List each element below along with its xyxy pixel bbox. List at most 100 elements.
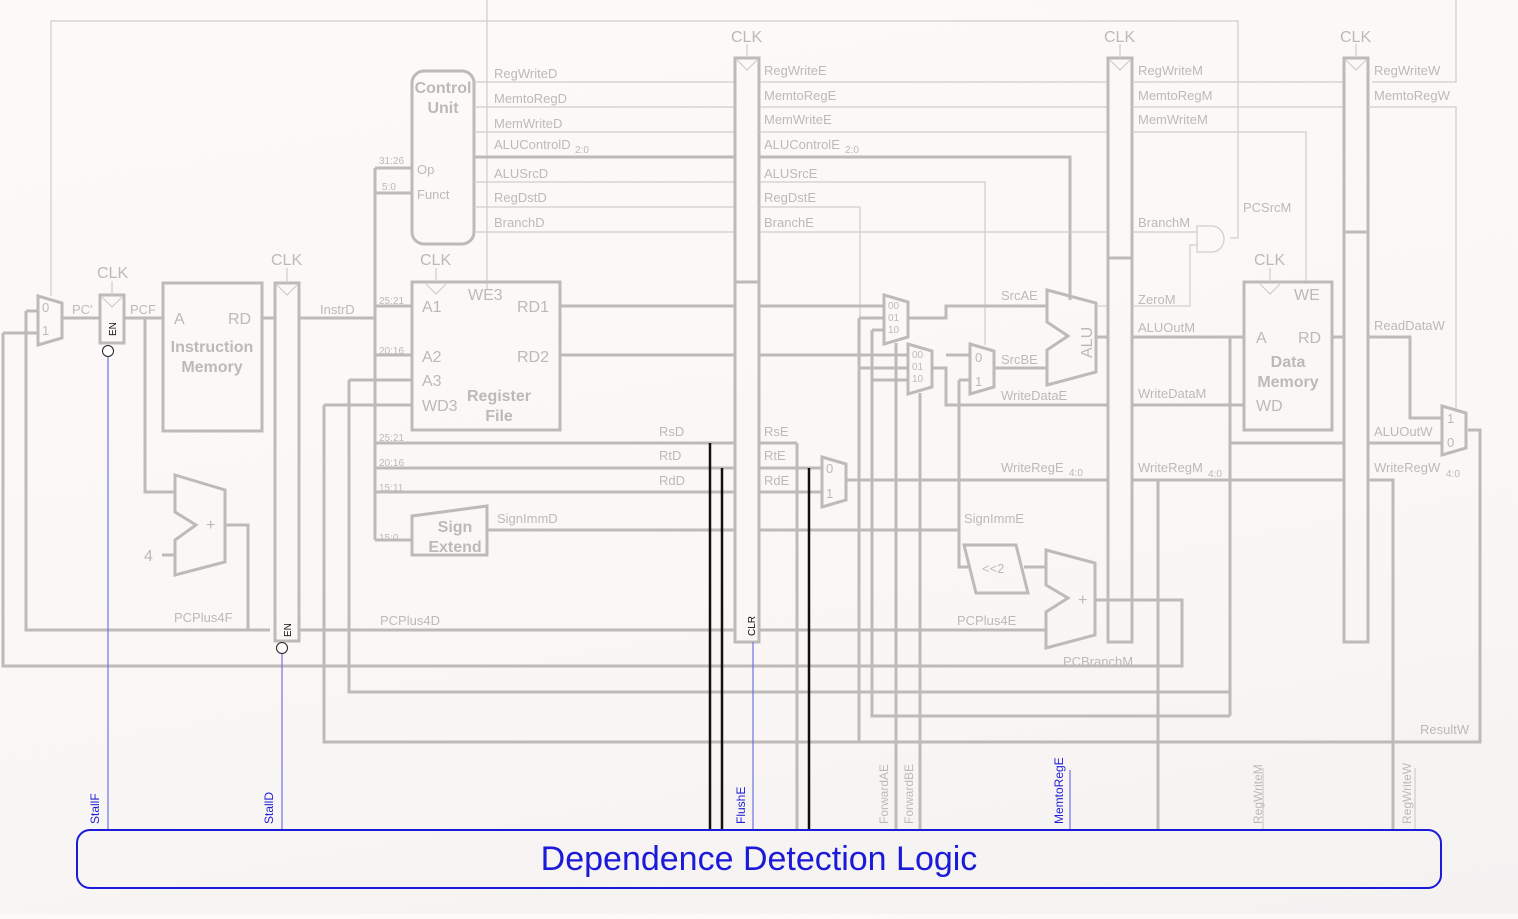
svg-text:SignImmE: SignImmE [964, 511, 1024, 526]
svg-text:A: A [1256, 330, 1267, 347]
svg-text:0: 0 [975, 350, 982, 365]
svg-text:MemtoRegD: MemtoRegD [494, 91, 567, 106]
svg-text:Unit: Unit [427, 100, 459, 117]
sign-extend: Sign Extend [410, 504, 489, 557]
pc-register: CLK EN [97, 265, 128, 357]
svg-text:4:0: 4:0 [1208, 469, 1222, 480]
svg-text:RegWriteW: RegWriteW [1374, 63, 1441, 78]
svg-text:RD2: RD2 [517, 349, 549, 366]
svg-text:MemWriteD: MemWriteD [494, 116, 562, 131]
top-feedback-wires [50, 0, 1457, 296]
svg-text:RsD: RsD [659, 424, 684, 439]
pcf-label: PCF [130, 302, 156, 317]
branch-adder: + [1044, 548, 1097, 650]
mem-wb-register: CLK [1340, 29, 1371, 644]
forwardbe-label: ForwardBE [902, 764, 916, 824]
regwritem-label: RegWriteM [1251, 764, 1265, 824]
control-lines-w: RegWriteW MemtoRegW [1368, 63, 1457, 412]
svg-text:WriteDataE: WriteDataE [1001, 388, 1068, 403]
pc-adder: + 4 [144, 472, 227, 577]
svg-text:SrcAE: SrcAE [1001, 288, 1038, 303]
shift-left-2: <<2 [962, 543, 1030, 595]
regdst-mux: 0 1 [820, 455, 848, 509]
svg-text:WE: WE [1294, 287, 1320, 304]
control-unit: Control Unit Op Funct [410, 69, 476, 246]
svg-text:RegDstD: RegDstD [494, 190, 547, 205]
svg-text:ALUOutM: ALUOutM [1138, 320, 1195, 335]
svg-text:Op: Op [417, 162, 434, 177]
svg-text:ALUControlD: ALUControlD [494, 137, 571, 152]
svg-text:WriteRegW: WriteRegW [1374, 460, 1441, 475]
svg-text:A2: A2 [422, 349, 442, 366]
svg-text:PCBranchM: PCBranchM [1063, 654, 1133, 669]
svg-text:SignImmD: SignImmD [497, 511, 558, 526]
svg-text:ResultW: ResultW [1420, 722, 1470, 737]
svg-text:EN: EN [283, 623, 294, 637]
svg-text:ALUSrcE: ALUSrcE [764, 166, 818, 181]
svg-text:Extend: Extend [428, 539, 481, 556]
register-file: CLK A1 WE3 RD1 A2 RD2 A3 WD3 Register Fi… [410, 252, 562, 432]
svg-text:4:0: 4:0 [1069, 468, 1083, 479]
svg-text:10: 10 [912, 374, 924, 385]
svg-text:BranchM: BranchM [1138, 215, 1190, 230]
svg-text:0: 0 [826, 461, 833, 476]
pc-mux: 0 1 [36, 294, 64, 347]
svg-text:CLK: CLK [1254, 252, 1285, 269]
dependence-detection-logic-title: Dependence Detection Logic [540, 839, 978, 878]
memtorege-label: MemtoRegE [1052, 757, 1066, 824]
result-mux: 1 0 [1440, 404, 1468, 457]
svg-text:15:11: 15:11 [379, 483, 404, 494]
svg-text:0: 0 [1447, 435, 1454, 450]
svg-text:WE3: WE3 [468, 287, 503, 304]
pc-prime-label: PC' [72, 302, 93, 317]
flushe-label: FlushE [734, 787, 748, 824]
svg-text:WD3: WD3 [422, 398, 458, 415]
svg-text:BranchD: BranchD [494, 215, 545, 230]
svg-text:RegWriteD: RegWriteD [494, 66, 557, 81]
svg-text:5:0: 5:0 [382, 182, 396, 193]
svg-text:31:26: 31:26 [379, 156, 404, 167]
svg-text:ZeroM: ZeroM [1138, 292, 1176, 307]
svg-text:Sign: Sign [438, 519, 473, 536]
pc-mux-in1: 1 [42, 323, 49, 338]
svg-text:ALU: ALU [1079, 327, 1096, 358]
svg-text:SrcBE: SrcBE [1001, 352, 1038, 367]
svg-text:RtE: RtE [764, 448, 786, 463]
svg-text:ALUOutW: ALUOutW [1374, 424, 1433, 439]
svg-text:CLK: CLK [1340, 29, 1371, 46]
svg-text:Instruction: Instruction [171, 339, 254, 356]
svg-text:15:0: 15:0 [379, 533, 399, 544]
dependence-detection-logic-block: Dependence Detection Logic [76, 829, 1442, 889]
svg-text:BranchE: BranchE [764, 215, 814, 230]
svg-text:WriteRegE: WriteRegE [1001, 460, 1064, 475]
svg-text:+: + [206, 517, 215, 534]
svg-text:2:0: 2:0 [845, 145, 859, 156]
svg-text:RegWriteM: RegWriteM [1138, 63, 1203, 78]
svg-text:01: 01 [912, 362, 924, 373]
svg-text:CLK: CLK [1104, 29, 1135, 46]
svg-text:RD: RD [228, 311, 251, 328]
svg-text:20:16: 20:16 [379, 458, 404, 469]
svg-text:RtD: RtD [659, 448, 681, 463]
register-fields: 25:21 20:16 15:11 RsD RtD RdD [375, 424, 735, 494]
srcb-mux: 0 1 [968, 342, 996, 396]
svg-text:RD1: RD1 [517, 299, 549, 316]
svg-text:01: 01 [888, 313, 900, 324]
clk-label-f: CLK [97, 265, 128, 282]
control-lines-e: RegWriteE MemtoRegE MemWriteE ALUControl… [759, 63, 1108, 470]
id-ex-register: CLK CLR [731, 29, 762, 644]
svg-text:RegWriteE: RegWriteE [764, 63, 827, 78]
svg-text:A3: A3 [422, 373, 442, 390]
svg-text:RdE: RdE [764, 473, 790, 488]
control-lines-m: RegWriteM MemtoRegM MemWriteM BranchM PC… [1132, 63, 1344, 283]
svg-text:20:16: 20:16 [379, 346, 404, 357]
svg-text:ReadDataW: ReadDataW [1374, 318, 1446, 333]
svg-text:RsE: RsE [764, 424, 789, 439]
svg-text:WriteRegM: WriteRegM [1138, 460, 1203, 475]
svg-text:ALUControlE: ALUControlE [764, 137, 840, 152]
svg-text:1: 1 [975, 374, 982, 389]
alu: ALU [1045, 288, 1098, 387]
svg-text:<<2: <<2 [982, 561, 1004, 576]
svg-text:PCSrcM: PCSrcM [1243, 200, 1291, 215]
svg-text:CLK: CLK [731, 29, 762, 46]
